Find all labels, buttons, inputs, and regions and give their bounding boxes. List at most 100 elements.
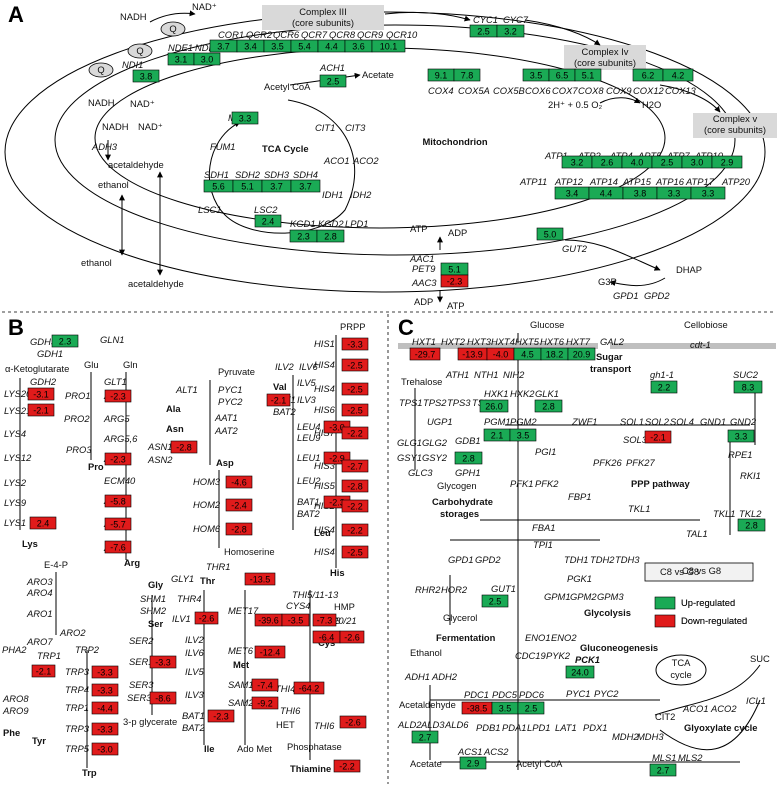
down-regulated-box [149, 691, 177, 705]
arrow-gut2 [564, 239, 661, 271]
gene-label: ARG5 [103, 413, 130, 424]
fold-change-value: -2.8 [231, 525, 247, 535]
gene-label: GLG2 [422, 437, 448, 448]
fold-change-value: -2.3 [329, 498, 345, 508]
metabolite-label: C8 vs G8 [682, 565, 721, 576]
fold-change-value: -3.3 [97, 668, 113, 678]
fold-change-value: 3.7 [270, 182, 283, 192]
down-regulated-box [409, 347, 441, 361]
up-regulated-box [650, 380, 678, 394]
gene-label: PDX1 [583, 722, 608, 733]
gene-label: ARO2 [59, 627, 86, 638]
fold-change-value: -3.5 [288, 616, 304, 626]
gene-label: TRP3 [65, 666, 90, 677]
arrow-cyc-to-complex-iv [524, 19, 601, 46]
up-regulated-box [690, 186, 726, 200]
gene-label: LAT1 [555, 722, 577, 733]
gene-label: THI5/11-13 [292, 589, 339, 600]
panel-a-structure [4, 5, 777, 303]
down-regulated-box [341, 358, 369, 372]
gene-label: LPD1 [345, 218, 368, 229]
metabolite-label: Trp [82, 767, 97, 778]
metabolite-label: H2O [642, 99, 661, 110]
down-regulated-box [266, 393, 291, 407]
metabolite-label: ADP [414, 296, 433, 307]
fold-change-value: 2.8 [542, 402, 555, 412]
metabolite-label: Glycogen [437, 480, 477, 491]
gene-label: TRP1 [65, 702, 89, 713]
metabolite-label: HET [276, 719, 295, 730]
gene-label: GLT1 [104, 376, 127, 387]
gene-label: HOM6 [193, 523, 221, 534]
gene-label: KGD1 [290, 218, 316, 229]
up-regulated-box [733, 380, 763, 394]
up-regulated-box [290, 179, 321, 193]
gene-label: GPM3 [597, 591, 624, 602]
fold-change-value: 10.1 [380, 42, 398, 52]
gene-label: BAT2 [273, 406, 297, 417]
up-regulated-box [319, 74, 347, 88]
membrane-bar-right [610, 343, 776, 349]
fold-change-value: 3.7 [217, 42, 230, 52]
gene-label: LSC1 [198, 204, 221, 215]
down-regulated-box [244, 572, 276, 586]
gene-label: TPS1 [399, 397, 422, 408]
down-regulated-box [339, 715, 367, 729]
fold-change-value: 6.5 [556, 71, 569, 81]
gene-label: ICL1 [746, 695, 766, 706]
metabolite-label: Val [273, 381, 287, 392]
fold-change-value: 5.1 [241, 182, 254, 192]
fold-change-value: -2.3 [213, 712, 229, 722]
metabolite-label: ethanol [81, 257, 112, 268]
gene-label: QCR10 [386, 29, 418, 40]
gene-label: BAT1 [297, 496, 320, 507]
fold-change-value: -2.2 [347, 502, 363, 512]
fold-change-value: -7.4 [257, 681, 273, 691]
fold-change-value: 6.2 [642, 71, 655, 81]
gene-label: TAL1 [686, 528, 708, 539]
gene-label: GLY1 [171, 573, 194, 584]
fold-change-value: -4.4 [97, 704, 113, 714]
gene-label: ADH2 [431, 671, 458, 682]
down-regulated-box [225, 498, 253, 512]
fold-change-value: 3.5 [271, 42, 284, 52]
up-regulated-box [481, 594, 509, 608]
up-regulated-box [567, 347, 596, 361]
gene-label: ATP14 [589, 176, 618, 187]
metabolite-label: Down-regulated [681, 615, 747, 626]
quinone-shape-3 [88, 62, 114, 78]
gene-label: ACS2 [483, 746, 509, 757]
gene-label: SHM1 [140, 593, 166, 604]
panel-label-b: B [8, 315, 24, 340]
gene-label: ACO2 [352, 155, 379, 166]
fold-change-value: -13.5 [250, 575, 271, 585]
gene-label: TPI1 [533, 539, 553, 550]
down-regulated-box [341, 479, 369, 493]
gene-label: COX8 [578, 85, 604, 96]
gene-label: SAM1 [228, 679, 254, 690]
metabolite-label: Lys [22, 538, 38, 549]
gene-label: HXT2 [441, 336, 466, 347]
fold-change-value: -38.5 [467, 704, 488, 714]
gene-label: LYS2 [4, 477, 27, 488]
down-regulated-box [27, 403, 55, 417]
gene-label: AAC1 [409, 253, 435, 264]
gene-label: BAT1 [182, 710, 205, 721]
metabolite-label: E-4-P [44, 559, 68, 570]
down-regulated-box [31, 664, 56, 678]
fold-change-value: -5.7 [110, 520, 126, 530]
up-regulated-box [536, 227, 564, 241]
gene-label: PDC5 [492, 689, 518, 700]
metabolite-label: NADH [102, 121, 129, 132]
metabolite-label: Ethanol [410, 647, 442, 658]
legend-title-frame [644, 562, 754, 582]
down-regulated-box [91, 701, 119, 715]
down-regulated-box [341, 499, 369, 513]
fold-change-value: 3.4 [244, 42, 257, 52]
gene-label: SDH4 [293, 169, 318, 180]
gene-label: HXT7 [566, 336, 591, 347]
down-regulated-box [281, 613, 310, 627]
fold-change-value: -5.8 [110, 497, 126, 507]
fold-change-value: 2.6 [601, 158, 614, 168]
fold-change-value: 2.5 [661, 158, 674, 168]
